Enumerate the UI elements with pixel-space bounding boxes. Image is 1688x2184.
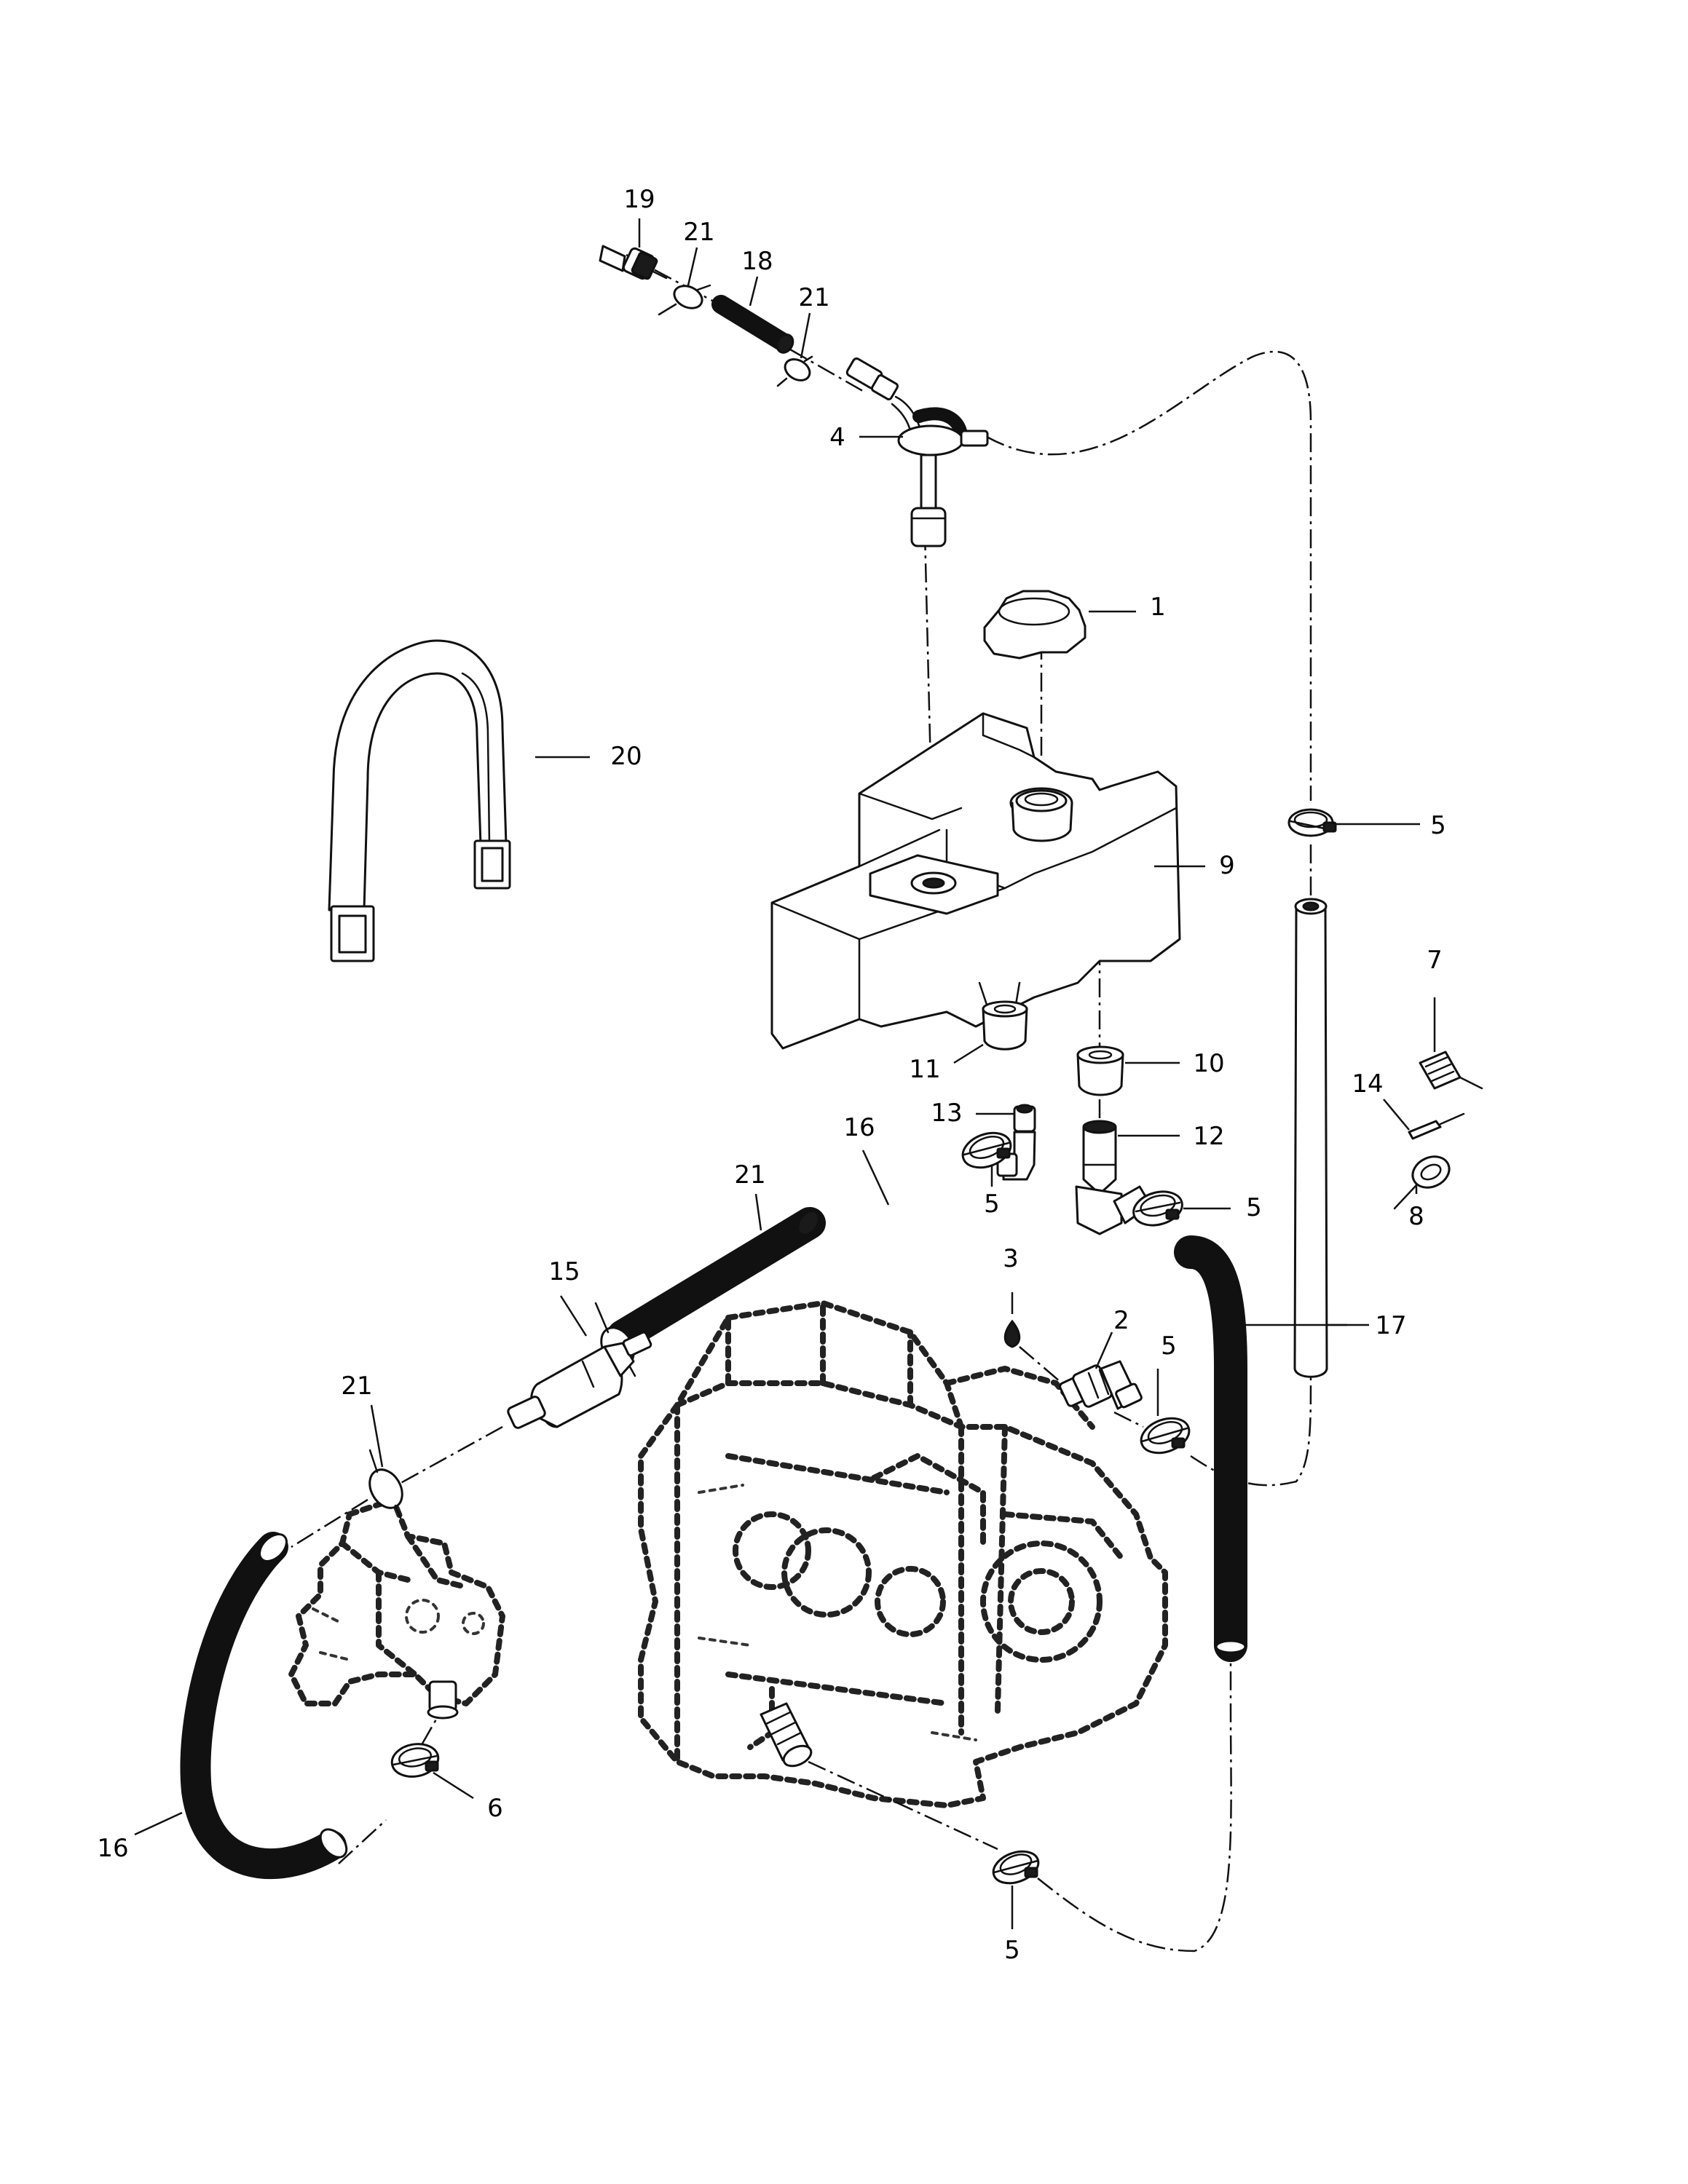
callout-4: 4 [829, 423, 845, 452]
callout-19: 19 [623, 185, 655, 214]
hose-tie-21-lower [368, 1449, 403, 1519]
hose-16-lower [180, 1532, 348, 1879]
engine-outlet-fitting [760, 1702, 813, 1768]
oil-level-sensor-4 [845, 357, 989, 547]
callout-2: 2 [1113, 1306, 1129, 1335]
clamp-5-bottom [992, 1850, 1040, 1885]
callout-5-bottom: 5 [1004, 1936, 1020, 1965]
callout-11: 11 [909, 1055, 940, 1084]
hose-tie-21-top-left [658, 284, 711, 316]
elbow-fitting-2 [1059, 1360, 1143, 1410]
callout-21-top-left: 21 [683, 218, 714, 247]
callout-10: 10 [1193, 1049, 1224, 1078]
callout-6: 6 [487, 1794, 503, 1823]
tank-strap-20 [328, 639, 511, 962]
tie-14 [1408, 1112, 1465, 1140]
oil-pump-outline [288, 1497, 505, 1706]
elbow-12 [1075, 1120, 1152, 1235]
grommet-10 [1076, 1045, 1124, 1096]
callout-12: 12 [1193, 1122, 1224, 1151]
hose-17-curved [1174, 1235, 1247, 1662]
clamp-5-near-2 [1140, 1417, 1191, 1455]
oil-filter-15 [507, 1331, 652, 1429]
callout-14: 14 [1352, 1069, 1383, 1099]
leader-lines [134, 218, 1436, 1929]
sealant-drop-3 [1003, 1319, 1021, 1348]
callout-5-near-13: 5 [984, 1190, 1000, 1219]
callout-5-near-12: 5 [1246, 1193, 1262, 1222]
elbow-13 [996, 1104, 1036, 1181]
hose-18 [711, 295, 794, 354]
callout-21-top-right: 21 [798, 283, 829, 312]
callout-20: 20 [610, 742, 642, 771]
callout-3: 3 [1003, 1244, 1019, 1273]
callout-5-near-2: 5 [1161, 1332, 1177, 1361]
engine-block-outline [638, 1300, 1168, 1808]
hose-17-vertical [1293, 898, 1328, 1378]
clamp-5-near-12 [1132, 1190, 1183, 1227]
filler-cap-1 [983, 590, 1086, 660]
clamp-6 [390, 1743, 440, 1778]
callout-labels: 1 2 3 4 5 5 5 5 5 6 7 8 9 10 11 12 13 14… [97, 185, 1446, 1965]
callout-5-upper-right: 5 [1430, 811, 1446, 840]
callout-7: 7 [1427, 946, 1443, 975]
oil-tank-9 [770, 712, 1181, 1050]
connector-19 [599, 245, 668, 280]
plate-7 [1419, 1051, 1483, 1090]
callout-18: 18 [741, 247, 773, 276]
callout-16-upper: 16 [843, 1113, 875, 1142]
callout-21-lower: 21 [341, 1372, 372, 1401]
hose-16-upper [607, 1207, 826, 1352]
callout-1: 1 [1150, 593, 1166, 622]
hose-tie-21-top-right [776, 355, 813, 387]
grommet-11 [982, 1000, 1028, 1051]
callout-21-mid: 21 [734, 1160, 765, 1190]
callout-17: 17 [1375, 1311, 1406, 1340]
callout-9: 9 [1219, 851, 1235, 880]
clamp-5-upper-right [1287, 808, 1337, 837]
callout-13: 13 [931, 1099, 962, 1128]
callout-15: 15 [548, 1257, 580, 1286]
cable-tie-8 [1393, 1155, 1451, 1210]
callout-16-lower: 16 [97, 1834, 128, 1863]
callout-8: 8 [1408, 1202, 1424, 1231]
oil-pump-outlet [427, 1680, 459, 1720]
